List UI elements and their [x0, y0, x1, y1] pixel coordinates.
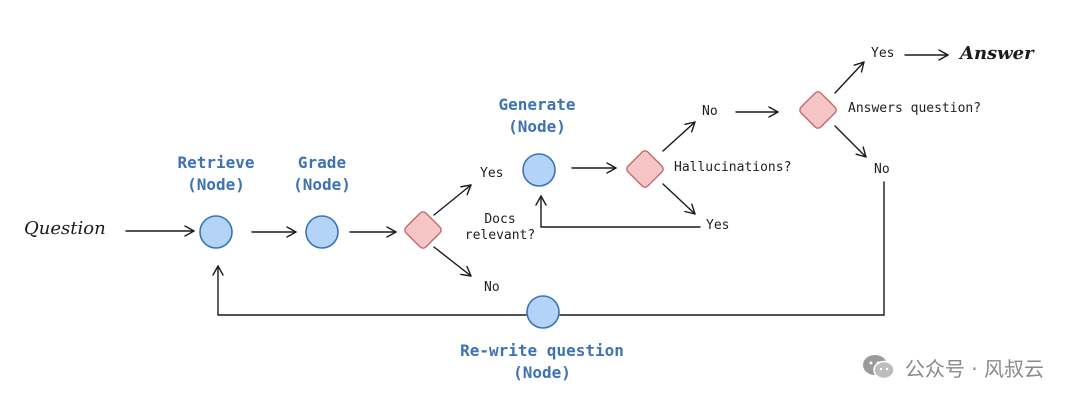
question-label: Question — [24, 218, 106, 239]
grade-sub: (Node) — [293, 175, 351, 194]
docs-yes-label: Yes — [480, 166, 504, 181]
generate-title: Generate (Node) — [487, 94, 587, 138]
docs-relevant-line1: Docs — [484, 212, 516, 227]
hallucinations-decision[interactable] — [625, 149, 665, 189]
wechat-icon — [862, 355, 895, 380]
docs-no-label: No — [484, 280, 500, 295]
answers-question-label: Answers question? — [848, 101, 982, 116]
generate-name: Generate — [498, 95, 576, 114]
retrieve-title: Retrieve (Node) — [168, 152, 264, 196]
rewrite-name: Re-write question — [460, 341, 624, 360]
generate-node[interactable] — [522, 153, 556, 187]
watermark: 公众号 · 风叔云 — [861, 352, 1044, 382]
hallucinations-yes-label: Yes — [706, 218, 730, 233]
edge-rewrite-to-retrieve — [212, 265, 527, 316]
edge-hallucinations-yes — [662, 183, 696, 215]
hallucinations-label: Hallucinations? — [674, 160, 792, 175]
docs-relevant-line2: relevant? — [464, 228, 536, 243]
docs-relevant-decision[interactable] — [403, 210, 443, 250]
edge-answers-no — [834, 125, 867, 158]
generate-sub: (Node) — [508, 117, 566, 136]
edge-answers-yes — [834, 61, 865, 94]
answers-yes-label: Yes — [871, 46, 895, 61]
grade-node[interactable] — [305, 215, 339, 249]
grade-title: Grade (Node) — [280, 152, 364, 196]
answer-label: Answer — [960, 43, 1034, 64]
answers-no-label: No — [874, 162, 890, 177]
rewrite-sub: (Node) — [513, 363, 571, 382]
rewrite-node[interactable] — [526, 295, 560, 329]
hallucinations-no-label: No — [702, 104, 718, 119]
edge-yes-loop-generate — [535, 195, 701, 228]
edge-docs-no — [433, 246, 472, 277]
edge-no-to-rewrite — [559, 181, 885, 316]
retrieve-name: Retrieve — [177, 153, 255, 172]
watermark-text: 公众号 · 风叔云 — [904, 356, 1044, 381]
docs-relevant-label: Docs relevant? — [454, 212, 546, 244]
grade-name: Grade — [297, 153, 347, 172]
rewrite-title: Re-write question (Node) — [436, 340, 648, 384]
retrieve-sub: (Node) — [187, 175, 245, 194]
edge-hallucinations-no — [662, 121, 696, 152]
answers-question-decision[interactable] — [798, 90, 838, 130]
edge-docs-yes — [433, 184, 472, 216]
retrieve-node[interactable] — [199, 215, 233, 249]
